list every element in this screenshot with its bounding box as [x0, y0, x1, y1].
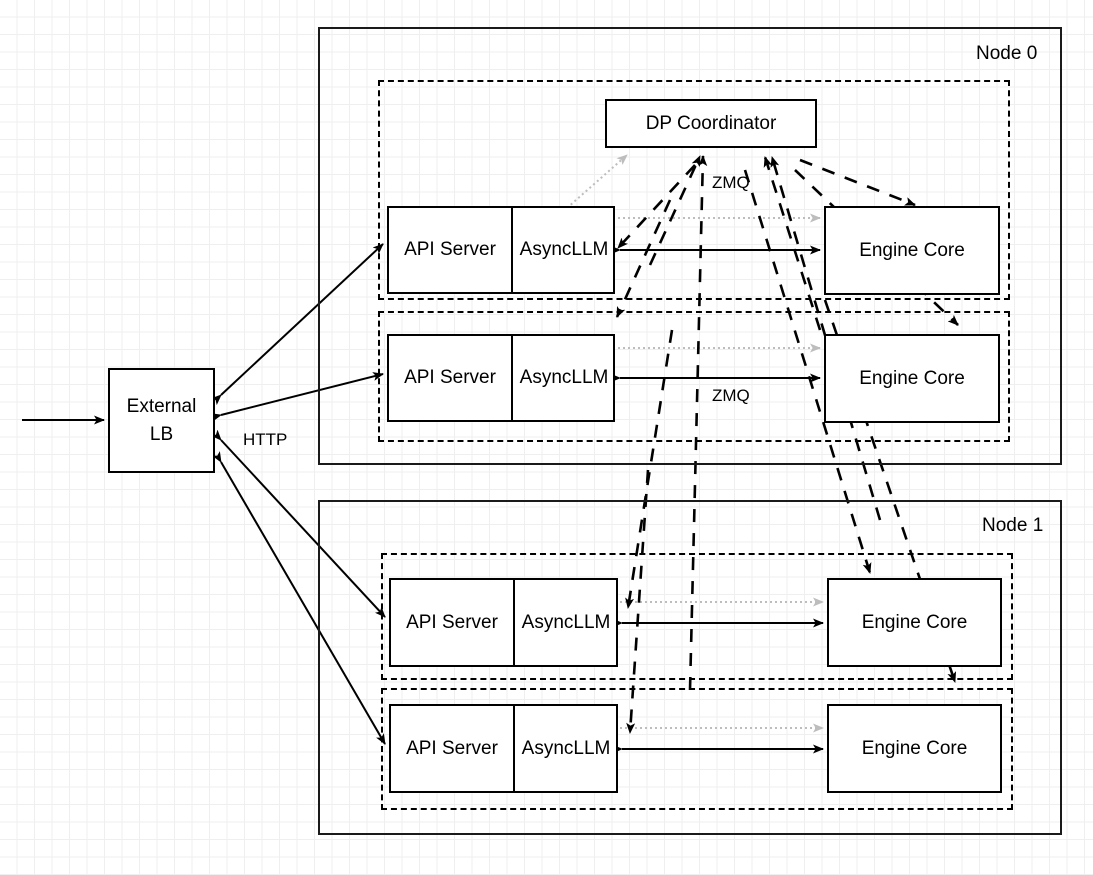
node-0-dp-group-0-zmq-label: ZMQ	[712, 173, 750, 192]
node-1-dp-group-1	[381, 688, 1013, 810]
dp-coordinator-label: DP Coordinator	[645, 112, 777, 134]
node-1-dp-group-0-engine-core[interactable]: Engine Core	[827, 578, 1002, 667]
node-0-dp-group-1-zmq-label: ZMQ	[712, 386, 750, 405]
dp-coordinator-box[interactable]: DP Coordinator	[605, 99, 817, 148]
node-1-dp-group-0-engine-core-label: Engine Core	[861, 611, 968, 633]
node-0-dp-group-0-api-server[interactable]: API Server	[389, 208, 513, 292]
node-0-dp-group-0-asyncllm[interactable]: AsyncLLM	[519, 239, 609, 260]
node-1-dp-group-0-server-box[interactable]: API Server AsyncLLM	[389, 578, 618, 667]
node-0-frame	[318, 27, 1062, 465]
node-0-dp-group-1	[378, 311, 1010, 442]
external-lb-box[interactable]: External LB	[108, 368, 215, 473]
node-1-dp-group-1-engine-core[interactable]: Engine Core	[827, 704, 1002, 793]
node-1-dp-group-0-api-server[interactable]: API Server	[391, 580, 515, 665]
node-1-dp-group-1-api-server[interactable]: API Server	[391, 706, 515, 791]
node-1-label: Node 1	[982, 515, 1044, 536]
node-0-dp-group-1-api-server[interactable]: API Server	[389, 336, 513, 420]
external-lb-label-line1: External	[126, 395, 197, 417]
node-1-dp-group-0	[381, 553, 1013, 680]
http-edge-label: HTTP	[243, 430, 288, 449]
node-1-dp-group-0-asyncllm[interactable]: AsyncLLM	[521, 611, 611, 633]
node-1-dp-group-1-asyncllm[interactable]: AsyncLLM	[521, 737, 611, 759]
node-1-dp-group-1-engine-core-label: Engine Core	[861, 737, 968, 759]
node-0-dp-group-1-engine-core-label: Engine Core	[859, 367, 965, 389]
node-0-dp-group-0-server-box[interactable]: API Server AsyncLLM	[387, 206, 615, 294]
node-0-dp-group-0	[378, 80, 1010, 300]
node-0-dp-group-1-asyncllm[interactable]: AsyncLLM	[519, 367, 609, 388]
node-1-frame	[318, 500, 1062, 835]
node-0-label: Node 0	[976, 43, 1038, 64]
node-0-dp-group-1-engine-core[interactable]: Engine Core	[824, 334, 1000, 423]
external-lb-label-line2: LB	[149, 423, 174, 445]
node-0-dp-group-0-engine-core-label: Engine Core	[859, 239, 965, 261]
node-0-dp-group-1-server-box[interactable]: API Server AsyncLLM	[387, 334, 615, 422]
node-0-dp-group-0-engine-core[interactable]: Engine Core	[824, 206, 1000, 295]
node-1-dp-group-1-server-box[interactable]: API Server AsyncLLM	[389, 704, 618, 793]
